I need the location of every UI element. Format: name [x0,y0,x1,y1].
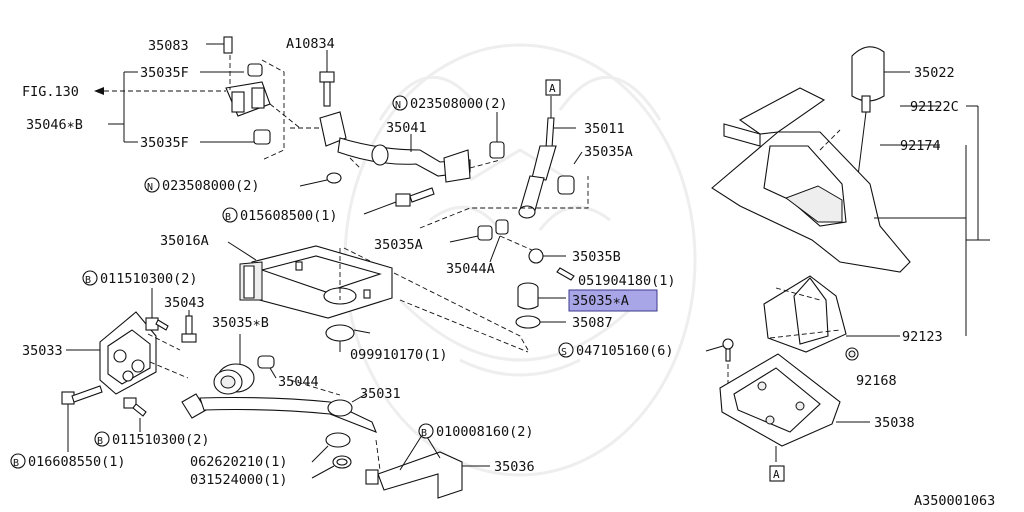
console-cover-92174 [711,87,940,273]
bracket-35036 [365,431,490,499]
nut-023508000 [299,112,505,187]
base-plate-35038 [719,353,870,462]
label-35041: 35041 [386,120,427,136]
ref-a-bottom: A [773,468,780,481]
part-labels: 35083 A10834 35035F FIG.130 35046∗B 3503… [10,36,995,509]
ball-35035b [528,248,575,281]
label-016608550: 016608550(1) [28,454,126,470]
washers-062620210-031524000 [311,432,352,479]
label-35033: 35033 [22,343,63,359]
label-011510300-bottom: 011510300(2) [112,432,210,448]
label-010008160: 010008160(2) [436,424,534,440]
drawing-id: A350001063 [914,493,995,509]
label-023508000-top: 023508000(2) [410,96,508,112]
label-35035f-top: 35035F [140,65,189,81]
boot-92123 [763,275,900,353]
bushing-35035b [213,334,277,395]
bolt-015608500 [363,187,435,215]
label-92174: 92174 [900,138,941,154]
label-047105160: 047105160(6) [576,343,674,359]
label-92168: 92168 [856,373,897,389]
b-marker-icon: B [225,212,231,223]
label-35044: 35044 [278,374,319,390]
bolt-a10834 [319,50,335,107]
b-marker-icon: B [85,275,91,286]
b-marker-icon: B [421,428,427,439]
label-062620210: 062620210(1) [190,454,288,470]
label-35035-star-a: 35035∗A [572,293,629,309]
bolt-016608550 [61,385,103,452]
shift-housing-35016a [227,241,393,319]
label-099910170: 099910170(1) [350,347,448,363]
bracket-assembly-35046b [94,36,301,161]
label-35022: 35022 [914,65,955,81]
label-35011: 35011 [584,121,625,137]
screw-047105160 [705,338,734,400]
label-35044a: 35044A [446,261,495,277]
label-92123: 92123 [902,329,943,345]
boot-35035a [515,282,566,329]
clip-92168 [845,347,859,361]
label-35035a-mid: 35035A [374,237,423,253]
label-023508000-bottom: 023508000(2) [162,178,260,194]
label-35016a: 35016A [160,233,209,249]
label-35035f-bottom: 35035F [140,135,189,151]
label-011510300-top: 011510300(2) [100,271,198,287]
label-35031: 35031 [360,386,401,402]
b-marker-icon: B [13,458,19,469]
label-35046b: 35046∗B [26,117,83,133]
highlight-box [568,289,658,312]
bolts-011510300 [123,288,169,432]
label-35083: 35083 [148,38,189,54]
bracket-35033 [66,311,189,395]
ref-a-top: A [549,82,556,95]
label-031524000: 031524000(1) [190,472,288,488]
label-35035a-top: 35035A [584,144,633,160]
s-marker-icon: S [561,347,567,358]
label-35043: 35043 [164,295,205,311]
label-fig130: FIG.130 [22,84,79,100]
n-marker-icon: N [395,100,401,111]
shift-rod-35031 [181,393,377,433]
o-ring-099910170 [325,324,371,352]
shift-lever-35011 [518,96,576,219]
label-a10834: A10834 [286,36,335,52]
bushing-35035a [449,151,583,263]
assembly-guide-lines [289,176,589,396]
label-35035-star-b: 35035∗B [212,315,269,331]
bracket-92122c [874,105,990,336]
label-35038: 35038 [874,415,915,431]
label-92122c: 92122C [910,99,959,115]
label-35087: 35087 [572,315,613,331]
label-015608500: 015608500(1) [240,208,338,224]
b-marker-icon: B [97,436,103,447]
label-35036: 35036 [494,459,535,475]
n-marker-icon: N [147,182,153,193]
label-35035b-right: 35035B [572,249,621,265]
label-051904180: 051904180(1) [578,273,676,289]
shift-rod-35041 [290,111,501,183]
pin-35043 [181,310,197,343]
